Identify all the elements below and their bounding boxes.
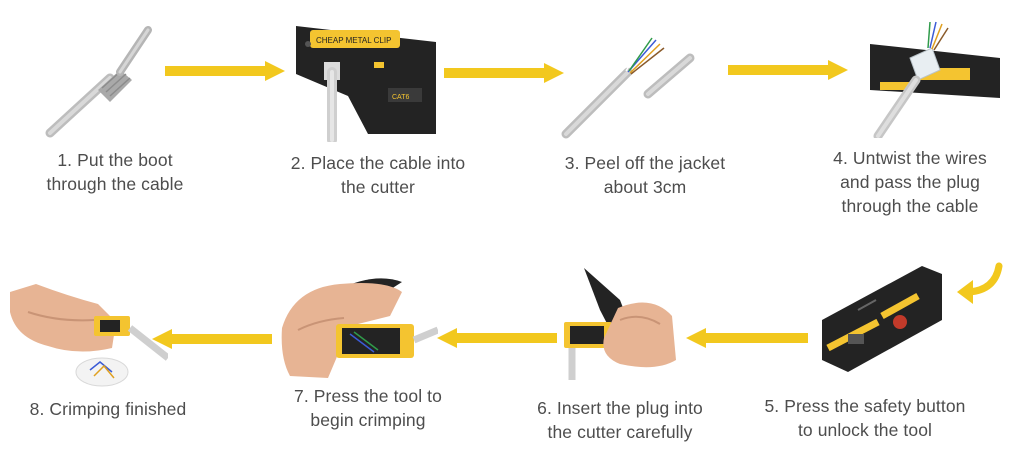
step-8-caption: 8. Crimping finished: [8, 397, 208, 421]
step-4-line-2: and pass the plug: [840, 172, 980, 192]
step-3-caption: 3. Peel off the jacket about 3cm: [540, 151, 750, 199]
cat-label-text: CAT6: [392, 94, 409, 101]
step-2-photo: CHEAP METAL CLIP CAT6: [296, 26, 436, 142]
curved-arrow-icon: [957, 262, 1003, 304]
step-3-photo: [561, 35, 695, 139]
step-5-line-2: to unlock the tool: [797, 420, 933, 440]
step-3-line-2: about 3cm: [603, 177, 687, 197]
step-1-line-2: through the cable: [46, 174, 184, 194]
step-7-photo: [281, 278, 438, 378]
step-6-line-2: the cutter carefully: [547, 422, 693, 442]
clip-label-text: CHEAP METAL CLIP: [316, 36, 391, 45]
arrow-left-icon-1: [686, 328, 808, 348]
arrow-left-icon-2: [437, 328, 557, 348]
arrow-left-icon-3: [152, 329, 272, 349]
step-2-line-2: the cutter: [341, 177, 415, 197]
step-6-caption: 6. Insert the plug into the cutter caref…: [515, 396, 725, 444]
step-4-caption: 4. Untwist the wires and pass the plug t…: [810, 146, 1010, 218]
arrow-right-icon-2: [444, 63, 564, 83]
step-8-photo: [10, 284, 168, 387]
step-1-caption: 1. Put the boot through the cable: [20, 148, 210, 196]
step-6-line-1: 6. Insert the plug into: [537, 398, 703, 418]
step-7-line-2: begin crimping: [310, 410, 426, 430]
arrow-right-icon-1: [165, 61, 285, 81]
step-8-line-1: 8. Crimping finished: [29, 399, 187, 419]
step-3-line-1: 3. Peel off the jacket: [564, 153, 726, 173]
step-7-caption: 7. Press the tool to begin crimping: [268, 384, 468, 432]
step-5-caption: 5. Press the safety button to unlock the…: [745, 394, 985, 442]
step-4-line-3: through the cable: [841, 196, 979, 216]
step-1-photo: [45, 26, 152, 138]
step-1-line-1: 1. Put the boot: [57, 150, 173, 170]
step-2-line-1: 2. Place the cable into: [290, 153, 466, 173]
step-5-photo: [822, 266, 942, 372]
step-5-line-1: 5. Press the safety button: [764, 396, 966, 416]
arrow-right-icon-3: [728, 60, 848, 80]
step-2-caption: 2. Place the cable into the cutter: [268, 151, 488, 199]
step-7-line-1: 7. Press the tool to: [294, 386, 442, 406]
step-4-photo: [870, 21, 1000, 138]
step-6-photo: [564, 268, 676, 380]
step-4-line-1: 4. Untwist the wires: [833, 148, 987, 168]
